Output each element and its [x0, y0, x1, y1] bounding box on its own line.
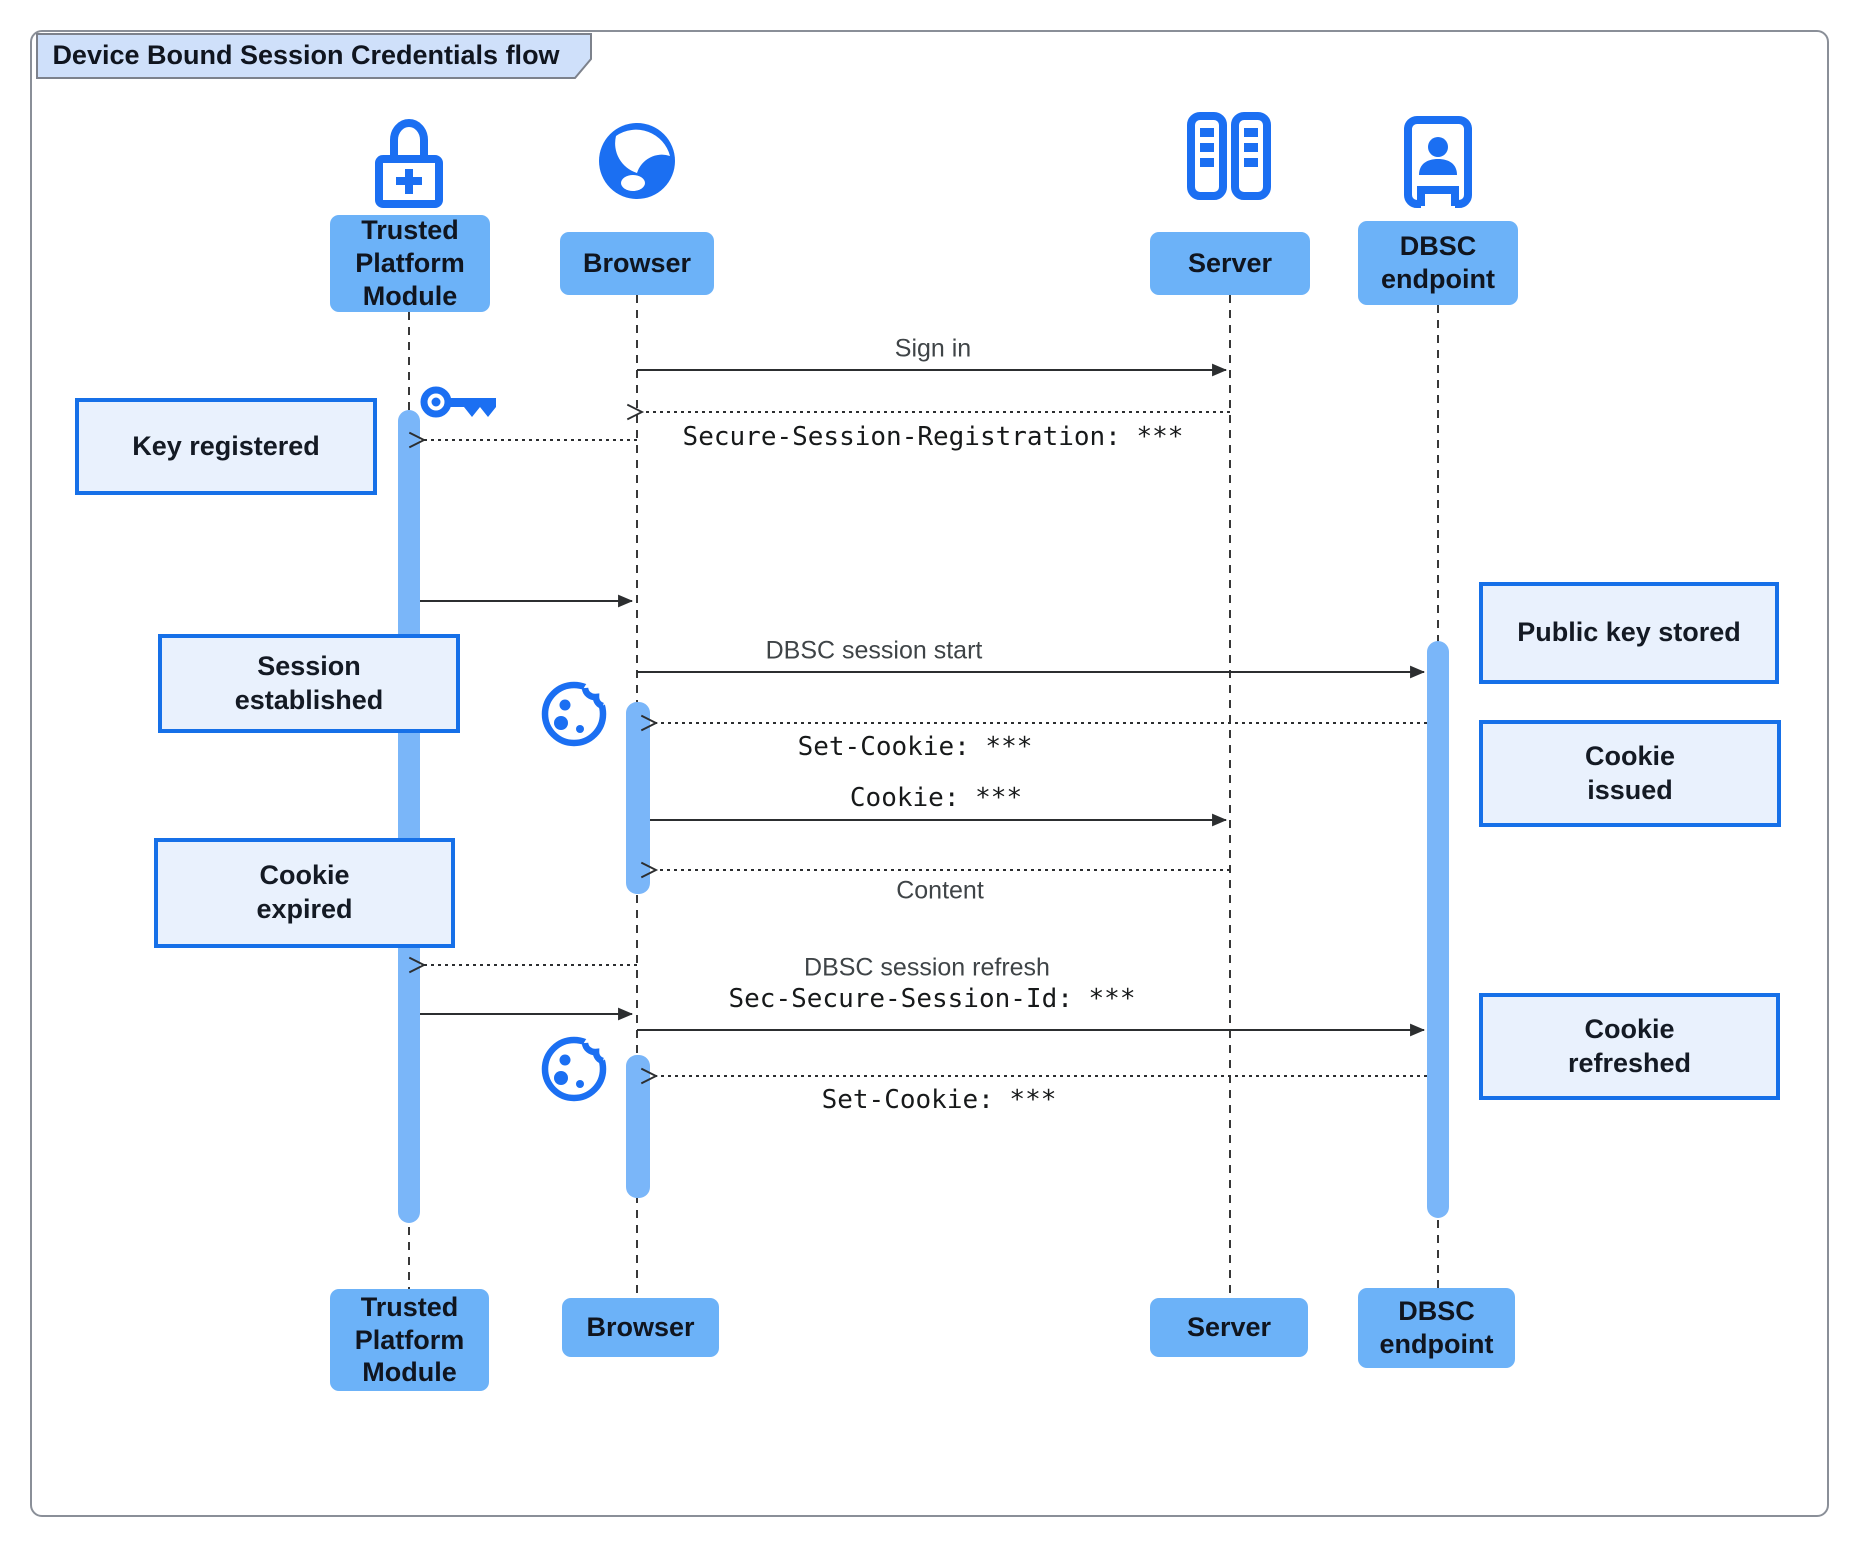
label-cookie: Cookie: *** [849, 783, 1023, 813]
activation-bar-dbsc [1427, 641, 1449, 1218]
label-set-cookie-2: Set-Cookie: *** [821, 1085, 1057, 1115]
label-content: Content [896, 876, 984, 905]
label-secure-session-registration: Secure-Session-Registration: *** [682, 422, 1184, 452]
label-sec-secure-session-id: Sec-Secure-Session-Id: *** [728, 984, 1136, 1014]
actor-bottom-dbsc: DBSC endpoint [1358, 1288, 1515, 1368]
actor-top-browser: Browser [560, 232, 714, 295]
diagram-border [30, 30, 1829, 1517]
note-cookie-refreshed: Cookie refreshed [1479, 993, 1780, 1100]
actor-top-server: Server [1150, 232, 1310, 295]
lock-plus-icon [371, 108, 447, 208]
label-sign-in: Sign in [894, 334, 972, 363]
actor-bottom-tpm: Trusted Platform Module [330, 1289, 489, 1391]
actor-top-dbsc: DBSC endpoint [1358, 221, 1518, 305]
note-public-key-stored: Public key stored [1479, 582, 1779, 684]
cookie-bitten-icon [541, 1036, 615, 1102]
globe-icon [598, 122, 676, 200]
actor-top-tpm: Trusted Platform Module [330, 215, 490, 312]
note-cookie-expired: Cookie expired [154, 838, 455, 948]
actor-bottom-server: Server [1150, 1298, 1308, 1357]
server-racks-icon [1186, 112, 1272, 200]
note-cookie-issued: Cookie issued [1479, 720, 1781, 827]
label-set-cookie-1: Set-Cookie: *** [797, 732, 1033, 762]
activation-bar-tpm [398, 410, 420, 1223]
endpoint-person-icon [1404, 116, 1472, 208]
label-dbsc-session-start: DBSC session start [765, 636, 983, 665]
key-icon [420, 381, 500, 423]
note-key-registered: Key registered [75, 398, 377, 495]
note-session-established: Session established [158, 634, 460, 733]
diagram-title-tab: Device Bound Session Credentials flow [36, 33, 592, 79]
actor-bottom-browser: Browser [562, 1298, 719, 1357]
label-dbsc-session-refresh: DBSC session refresh [804, 953, 1050, 982]
diagram-title: Device Bound Session Credentials flow [52, 39, 560, 70]
title-tab-shape [36, 33, 592, 79]
cookie-bitten-icon [541, 681, 615, 747]
